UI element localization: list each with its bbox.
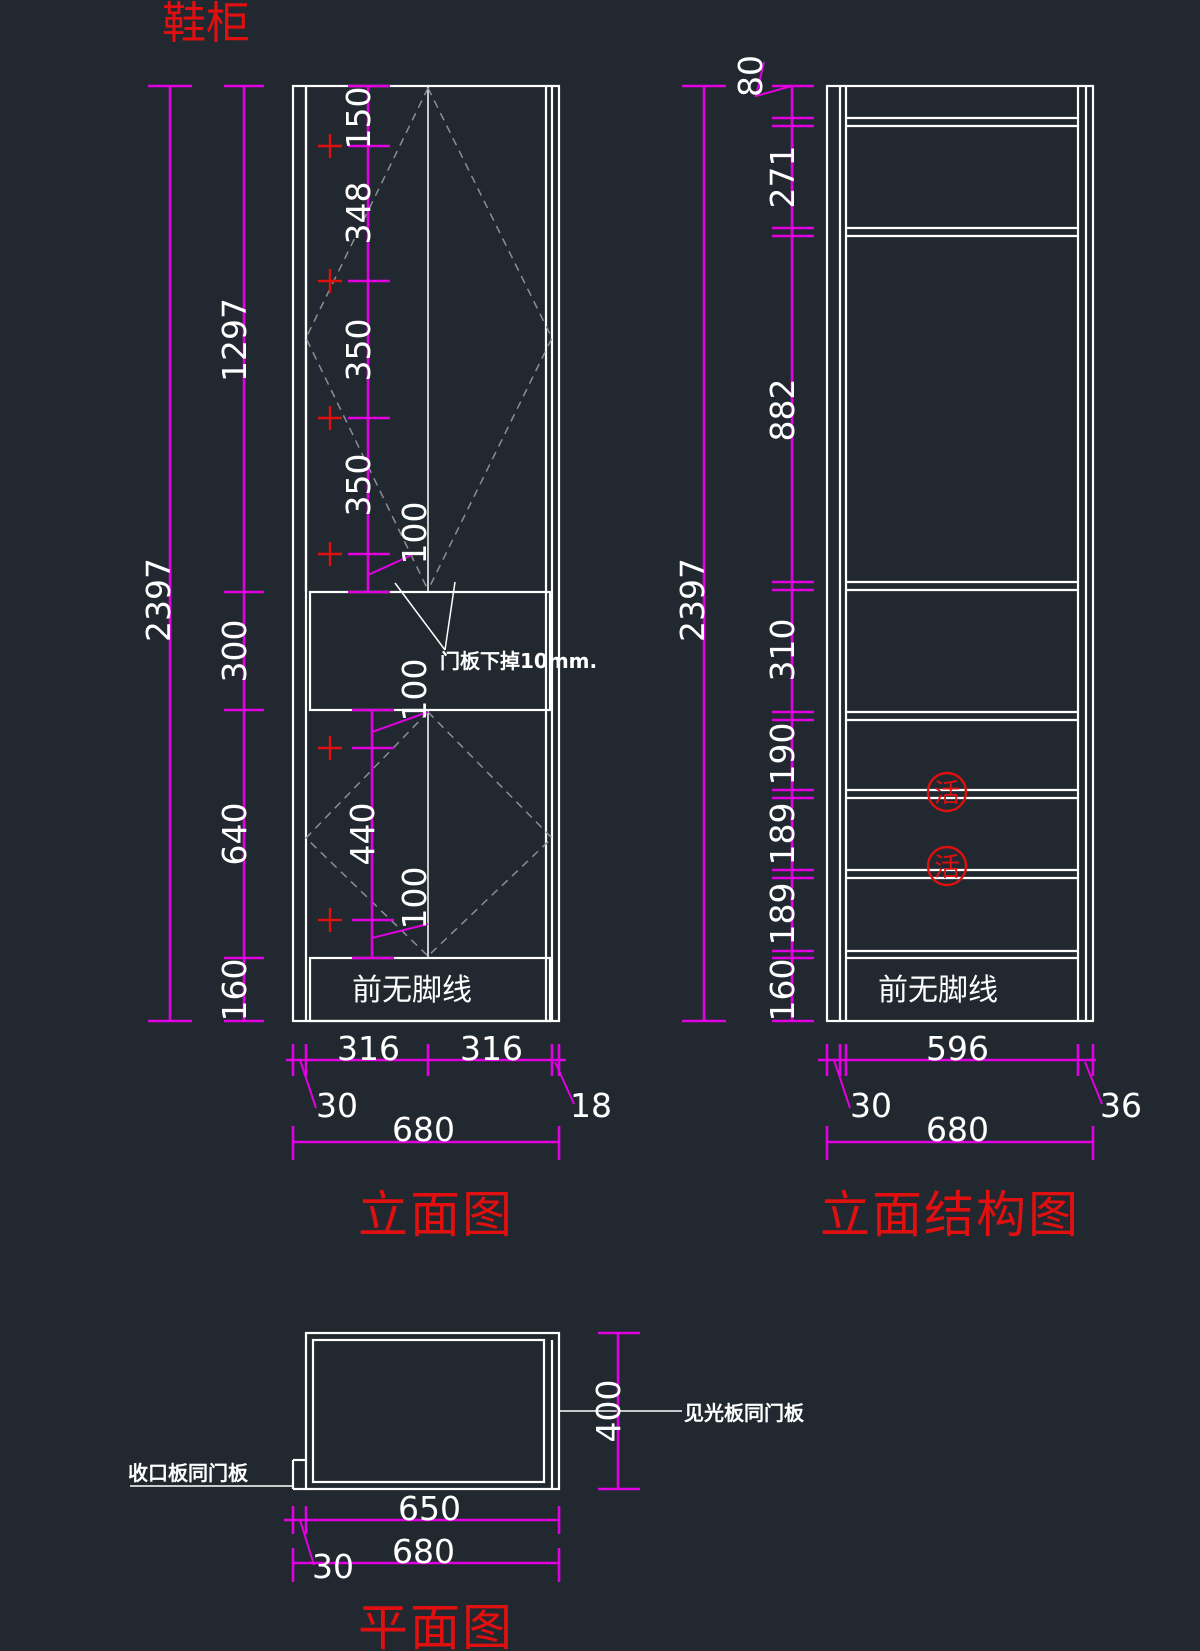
structure-spacing-8: 160 <box>763 959 802 1022</box>
structure-width-side: 30 <box>850 1086 892 1125</box>
kick-note: 前无脚线 <box>352 973 472 1008</box>
lower-spacing-3: 100 <box>395 867 434 930</box>
structure-title: 立面结构图 <box>820 1186 1080 1244</box>
height-2: 300 <box>215 620 254 683</box>
lower-spacing-2: 440 <box>343 803 382 866</box>
width-right: 316 <box>460 1029 523 1068</box>
upper-spacing-3: 350 <box>339 319 378 382</box>
structure-width-inner: 596 <box>926 1029 989 1068</box>
plan-note-right: 见光板同门板 <box>684 1401 805 1425</box>
plinth <box>308 956 552 1023</box>
width-total: 680 <box>392 1110 455 1149</box>
upper-spacing-4: 350 <box>339 454 378 517</box>
open-compartment <box>308 590 552 712</box>
width-side: 30 <box>316 1086 358 1125</box>
hinge-marks <box>318 134 342 932</box>
structure-spacing-5: 190 <box>763 723 802 786</box>
elevation-title: 立面图 <box>358 1186 514 1244</box>
height-total: 2397 <box>139 558 178 642</box>
plan-view: 收口板同门板 见光板同门板 400 650 680 30 平面图 <box>128 1331 805 1651</box>
plan-depth: 400 <box>589 1380 628 1443</box>
structure-view: 活 活 前无脚线 2397 80 271 882 310 190 189 189 <box>673 55 1142 1244</box>
door-note: 门板下掉10mm. <box>440 649 597 673</box>
structure-height-total: 2397 <box>673 558 712 642</box>
shelves <box>846 116 1078 960</box>
plan-note-left: 收口板同门板 <box>128 1461 249 1485</box>
drawing-title: 鞋柜 <box>162 0 250 49</box>
width-left: 316 <box>337 1029 400 1068</box>
elevation-view: 门板下掉10mm. 前无脚线 2397 1297 300 640 160 150… <box>139 84 612 1244</box>
adjustable-shelf-label-1: 活 <box>934 779 960 809</box>
structure-spacing-1: 80 <box>731 55 770 97</box>
height-4: 160 <box>215 959 254 1022</box>
plan-title: 平面图 <box>358 1599 514 1651</box>
height-3: 640 <box>215 803 254 866</box>
structure-outline <box>825 84 1095 1023</box>
structure-spacing-7: 189 <box>763 883 802 946</box>
plan-width-side: 30 <box>312 1547 354 1586</box>
structure-spacing-3: 882 <box>763 379 802 442</box>
structure-width-edge: 36 <box>1100 1086 1142 1125</box>
structure-spacing-4: 310 <box>763 619 802 682</box>
adjustable-shelf-mark-1 <box>926 771 968 813</box>
height-1: 1297 <box>215 298 254 382</box>
plan-width-inner: 650 <box>398 1489 461 1528</box>
width-edge: 18 <box>570 1086 612 1125</box>
adjustable-shelf-label-2: 活 <box>934 853 960 883</box>
adjustable-shelf-mark-2 <box>926 845 968 887</box>
lower-spacing-1: 100 <box>395 659 434 722</box>
structure-spacing-6: 189 <box>763 803 802 866</box>
upper-spacing-5: 100 <box>395 502 434 565</box>
structure-spacing-2: 271 <box>763 146 802 209</box>
upper-spacing-2: 348 <box>339 182 378 245</box>
structure-kick-note: 前无脚线 <box>878 973 998 1008</box>
structure-width-total: 680 <box>926 1110 989 1149</box>
upper-spacing-1: 150 <box>339 87 378 150</box>
plan-outline <box>304 1331 561 1491</box>
plan-width-total: 680 <box>392 1532 455 1571</box>
